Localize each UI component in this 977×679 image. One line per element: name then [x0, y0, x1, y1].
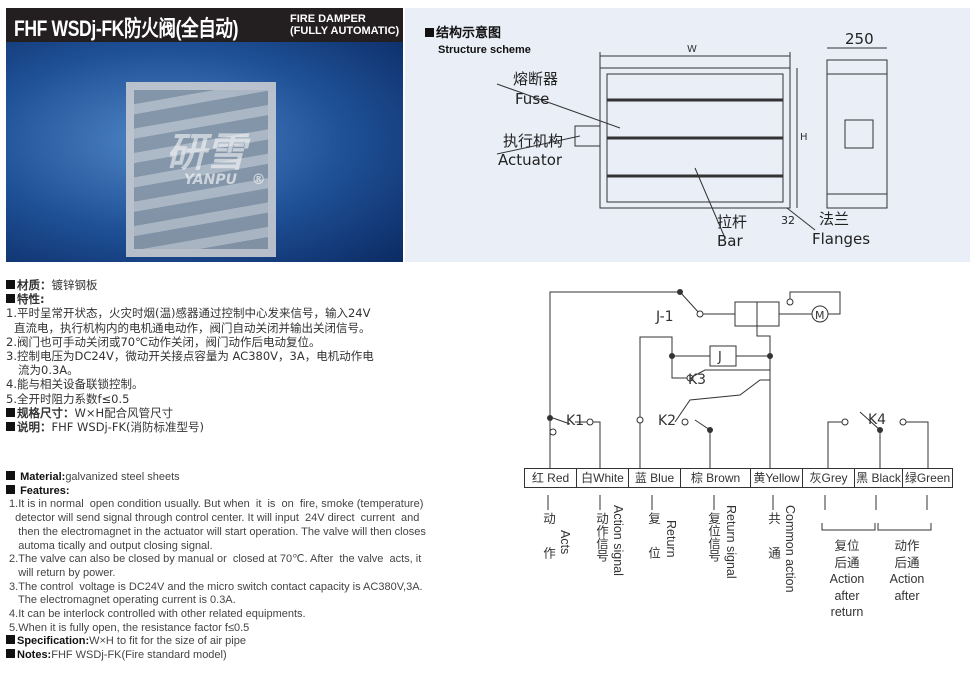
feature-line: will return by power.: [6, 566, 116, 579]
terminal-black: 黑 Black: [854, 468, 903, 488]
yellow-desc-en: Common action: [783, 505, 797, 593]
feature-line: 3.The control voltage is DC24V and the m…: [6, 580, 423, 593]
blue-desc-cn: 复位: [646, 512, 660, 581]
bar-label-en: Bar: [717, 232, 743, 250]
title-banner: FHF WSDj-FK防火阀(全自动) FIRE DAMPER(FULLY AU…: [6, 8, 403, 42]
dim-32: 32: [781, 214, 795, 227]
features-cn-label: 特性:: [6, 292, 374, 306]
terminal-yellow: 黄Yellow: [750, 468, 803, 488]
material-en: Material:galvanized steel sheets: [6, 471, 426, 485]
terminal-brown: 棕 Brown: [680, 468, 751, 488]
spec-en: Specification:W×H to fit for the size of…: [6, 635, 426, 649]
k1-label: K1: [566, 413, 584, 429]
feature-line: 4.能与相关设备联锁控制。: [6, 377, 144, 392]
feature-line: automa tically and output closing signal…: [6, 539, 213, 552]
notes-en: Notes:FHF WSDj-FK(Fire standard model): [6, 649, 426, 663]
brown-desc-cn: 复位信号: [706, 512, 720, 562]
scheme-subtitle: Structure scheme: [438, 44, 531, 56]
chinese-spec: 材质：镀锌钢板 特性: 1.平时呈常开状态，火灾时烟(温)感器通过控制中心发来信…: [6, 278, 374, 434]
terminal-green: 绿Green: [902, 468, 953, 488]
yellow-desc-cn: 共通: [766, 512, 780, 581]
feature-line: 流为0.3A。: [18, 363, 79, 378]
k2-label: K2: [658, 413, 676, 429]
feature-line: 5.When it is fully open, the resistance …: [6, 621, 250, 634]
brand-watermark-en: YANPU ®: [184, 172, 266, 188]
white-desc-cn: 动作信号: [594, 512, 608, 562]
brand-watermark: 研雪: [166, 130, 246, 176]
fuse-label-en: Fuse: [515, 90, 550, 108]
dim-w: W: [687, 44, 697, 55]
dim-250: 250: [845, 30, 874, 48]
spec-cn: 规格尺寸：W×H配合风管尺寸: [6, 406, 374, 420]
terminal-red: 红 Red: [524, 468, 577, 488]
feature-line: 3.控制电压为DC24V，微动开关接点容量为 AC380V，3A，电机动作电: [6, 349, 374, 364]
terminal-white: 白White: [576, 468, 629, 488]
feature-line: 5.全开时阻力系数f≤0.5: [6, 391, 130, 406]
damper-image: [126, 82, 276, 257]
feature-line: 直流电，执行机构内的电机通电动作，阀门自动关闭并输出关闭信号。: [14, 320, 371, 335]
fuse-label-cn: 熔断器: [513, 70, 559, 88]
material-cn: 材质：镀锌钢板: [6, 278, 374, 292]
scheme-title: 结构示意图: [425, 26, 501, 42]
feature-line: detector will send signal through contro…: [6, 512, 420, 525]
feature-line: 2.The valve can also be closed by manual…: [6, 553, 422, 566]
k4-label: K4: [868, 412, 886, 428]
feature-line: then the electromagnet in the actuator w…: [6, 525, 426, 538]
k3-label: K3: [688, 372, 706, 388]
feature-line: 1.It is in normal open condition usually…: [6, 498, 424, 511]
notes-cn: 说明：FHF WSDj-FK(消防标准型号): [6, 420, 374, 434]
dim-h: H: [800, 132, 808, 143]
feature-line: 1.平时呈常开状态，火灾时烟(温)感器通过控制中心发来信号，输入24V: [6, 306, 371, 321]
subtitle-line: FIRE DAMPER: [290, 13, 366, 25]
subtitle-line: (FULLY AUTOMATIC): [290, 25, 400, 37]
flanges-label-cn: 法兰: [819, 210, 850, 228]
white-desc-en: Action signal: [611, 505, 625, 576]
scheme-drawing: W H 250 32: [496, 30, 888, 239]
motor-icon: M: [815, 309, 825, 322]
features-en-label: Features:: [6, 484, 426, 499]
feature-line: 4.It can be interlock controlled with ot…: [6, 608, 306, 621]
flanges-label-en: Flanges: [812, 230, 871, 248]
terminal-blue: 蓝 Blue: [628, 468, 681, 488]
j-label: J: [717, 350, 722, 365]
blue-desc-en: Return: [664, 520, 678, 558]
product-title: FHF WSDj-FK防火阀(全自动): [14, 16, 239, 41]
red-desc-cn: 动作: [541, 512, 555, 581]
product-photo: 研雪 YANPU ®: [6, 42, 403, 262]
brown-desc-en: Return signal: [724, 505, 738, 579]
red-desc-en: Acts: [558, 530, 572, 555]
bar-label-cn: 拉杆: [717, 213, 748, 231]
feature-line: The electromagnet operating current is 0…: [6, 594, 236, 607]
feature-line: 2.阀门也可手动关闭或70℃动作关闭，阀门动作后电动复位。: [6, 334, 321, 349]
actuator-label-en: Actuator: [498, 151, 563, 169]
actuator-label-cn: 执行机构: [503, 132, 564, 150]
j1-label: J-1: [655, 309, 674, 325]
terminal-grey: 灰Grey: [802, 468, 855, 488]
english-spec: Material:galvanized steel sheets Feature…: [6, 471, 426, 663]
product-subtitle: FIRE DAMPER(FULLY AUTOMATIC): [290, 13, 399, 37]
structure-scheme: 结构示意图 Structure scheme W H 250 32 熔断器 Fu…: [405, 8, 970, 262]
